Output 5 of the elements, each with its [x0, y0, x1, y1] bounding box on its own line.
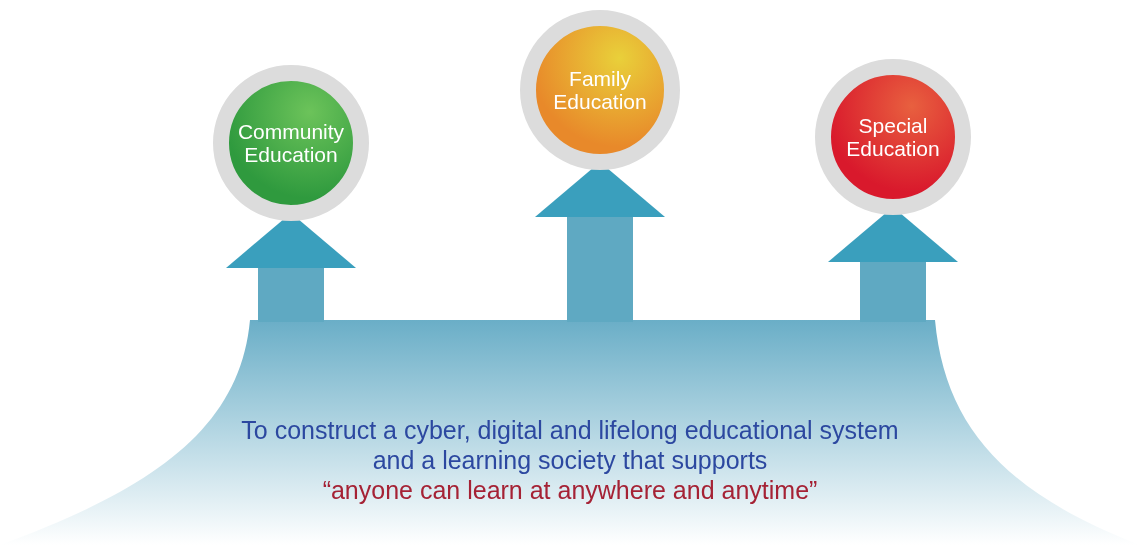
goal-statement: To construct a cyber, digital and lifelong educational system and a learning society that supports [240, 415, 900, 475]
education-circle: Special Education [815, 59, 971, 215]
goal-quote: “anyone can learn at anywhere and anytime” [321, 475, 819, 505]
education-circle: Family Education [520, 10, 680, 170]
education-circle: Community Education [213, 65, 369, 221]
